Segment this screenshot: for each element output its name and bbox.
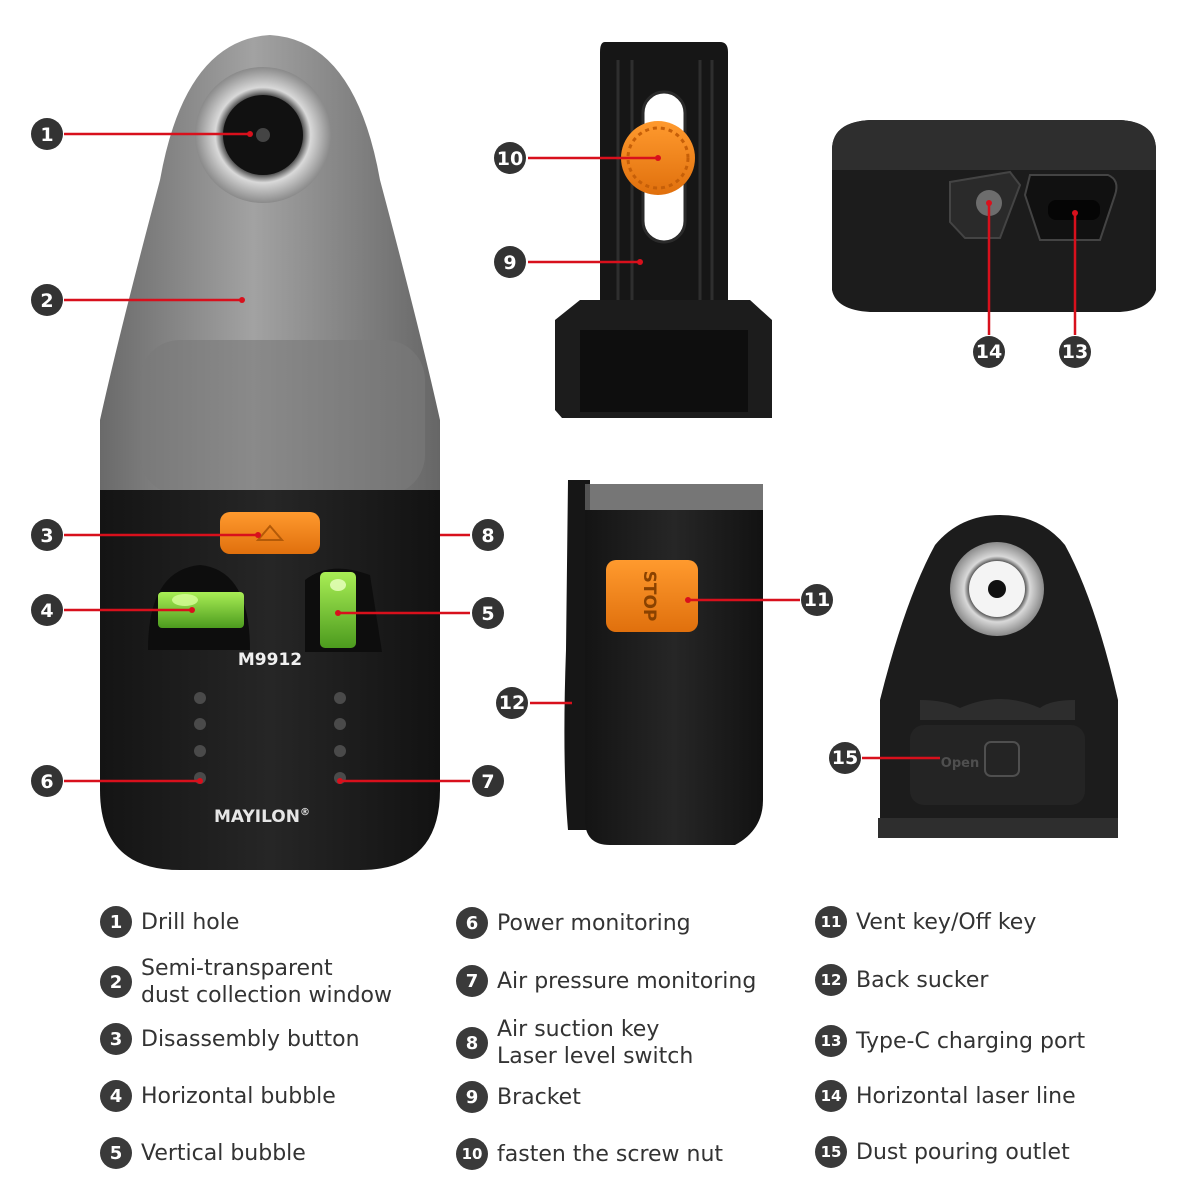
legend-number: 6 xyxy=(456,907,488,939)
product-diagram: M9912 MAYILON® xyxy=(31,35,1156,870)
svg-text:5: 5 xyxy=(481,603,494,625)
svg-text:2: 2 xyxy=(40,290,53,312)
disassembly-button xyxy=(220,512,320,554)
legend-label: fasten the screw nut xyxy=(497,1141,724,1167)
charging-side-device xyxy=(832,120,1156,312)
svg-text:7: 7 xyxy=(481,771,494,793)
svg-text:11: 11 xyxy=(804,589,830,611)
legend-item-5: 5 Vertical bubble xyxy=(100,1137,306,1169)
legend-label: Bracket xyxy=(497,1084,581,1110)
diagram-badges: 1 2 3 4 5 6 7 8 9 10 11 12 13 14 15 xyxy=(31,118,1091,797)
svg-text:1: 1 xyxy=(40,124,53,146)
open-label: Open xyxy=(941,756,979,771)
badge-9: 9 xyxy=(494,246,526,278)
legend-label: dust collection window xyxy=(141,983,393,1008)
legend-item-14: 14 Horizontal laser line xyxy=(815,1080,1076,1112)
svg-text:15: 15 xyxy=(832,747,858,769)
stop-label: STOP xyxy=(639,571,659,622)
badge-2: 2 xyxy=(31,284,63,316)
legend-item-3: 3 Disassembly button xyxy=(100,1023,360,1055)
legend-label: Horizontal bubble xyxy=(141,1083,336,1109)
back-device: Open xyxy=(878,515,1118,838)
side-device: STOP xyxy=(564,480,763,845)
legend-item-7: 7 Air pressure monitoring xyxy=(456,965,756,997)
legend-number: 13 xyxy=(815,1025,847,1057)
badge-4: 4 xyxy=(31,594,63,626)
badge-10: 10 xyxy=(494,142,526,174)
svg-text:9: 9 xyxy=(503,252,516,274)
legend-label: Vent key/Off key xyxy=(856,909,1037,935)
legend-label: Power monitoring xyxy=(497,910,691,936)
bracket-device xyxy=(555,42,772,418)
legend-number: 7 xyxy=(456,965,488,997)
badge-14: 14 xyxy=(973,336,1005,368)
legend-number: 10 xyxy=(456,1138,488,1170)
badge-8: 8 xyxy=(472,519,504,551)
legend-number: 9 xyxy=(456,1081,488,1113)
legend-label: Disassembly button xyxy=(141,1026,360,1052)
legend-item-9: 9 Bracket xyxy=(456,1081,581,1113)
badge-13: 13 xyxy=(1059,336,1091,368)
legend-number: 15 xyxy=(815,1136,847,1168)
svg-text:6: 6 xyxy=(40,771,53,793)
brand-label: MAYILON® xyxy=(214,807,310,827)
legend-number: 3 xyxy=(100,1023,132,1055)
badge-6: 6 xyxy=(31,765,63,797)
legend-number: 2 xyxy=(100,966,132,998)
svg-text:3: 3 xyxy=(40,525,53,547)
badge-1: 1 xyxy=(31,118,63,150)
legend-label: Semi-transparent xyxy=(141,956,333,981)
legend-label: Drill hole xyxy=(141,909,240,935)
svg-text:8: 8 xyxy=(481,525,494,547)
svg-text:10: 10 xyxy=(497,148,523,170)
dust-outlet-cover xyxy=(910,725,1085,805)
legend-number: 8 xyxy=(456,1027,488,1059)
legend-label: Dust pouring outlet xyxy=(856,1139,1070,1165)
legend-item-10: 10 fasten the screw nut xyxy=(456,1138,723,1170)
model-label: M9912 xyxy=(238,650,302,670)
callouts xyxy=(64,131,1078,784)
legend-item-1: 1 Drill hole xyxy=(100,906,239,938)
badge-7: 7 xyxy=(472,765,504,797)
legend-number: 5 xyxy=(100,1137,132,1169)
stop-key xyxy=(606,560,698,632)
svg-text:12: 12 xyxy=(499,692,525,714)
legend-label: Horizontal laser line xyxy=(856,1083,1076,1109)
main-device: M9912 MAYILON® xyxy=(100,35,440,870)
legend-label: Air suction key xyxy=(497,1017,660,1042)
legend-label: Back sucker xyxy=(856,967,989,993)
legend-label: Laser level switch xyxy=(497,1044,694,1069)
legend-number: 12 xyxy=(815,964,847,996)
svg-text:4: 4 xyxy=(40,600,53,622)
legend-item-15: 15 Dust pouring outlet xyxy=(815,1136,1070,1168)
badge-3: 3 xyxy=(31,519,63,551)
type-c-port xyxy=(1048,200,1100,220)
svg-text:14: 14 xyxy=(976,341,1002,363)
legend-item-13: 13 Type-C charging port xyxy=(815,1025,1085,1057)
legend-item-6: 6 Power monitoring xyxy=(456,907,691,939)
legend-number: 1 xyxy=(100,906,132,938)
legend-label: Type-C charging port xyxy=(856,1028,1086,1054)
legend-item-11: 11 Vent key/Off key xyxy=(815,906,1036,938)
legend-number: 14 xyxy=(815,1080,847,1112)
svg-text:13: 13 xyxy=(1062,341,1088,363)
badge-12: 12 xyxy=(496,687,528,719)
legend-number: 11 xyxy=(815,906,847,938)
badge-11: 11 xyxy=(801,584,833,616)
legend-number: 4 xyxy=(100,1080,132,1112)
badge-15: 15 xyxy=(829,742,861,774)
legend-item-4: 4 Horizontal bubble xyxy=(100,1080,336,1112)
legend-label: Vertical bubble xyxy=(141,1140,306,1166)
badge-5: 5 xyxy=(472,597,504,629)
legend-label: Air pressure monitoring xyxy=(497,968,757,994)
legend-item-12: 12 Back sucker xyxy=(815,964,988,996)
